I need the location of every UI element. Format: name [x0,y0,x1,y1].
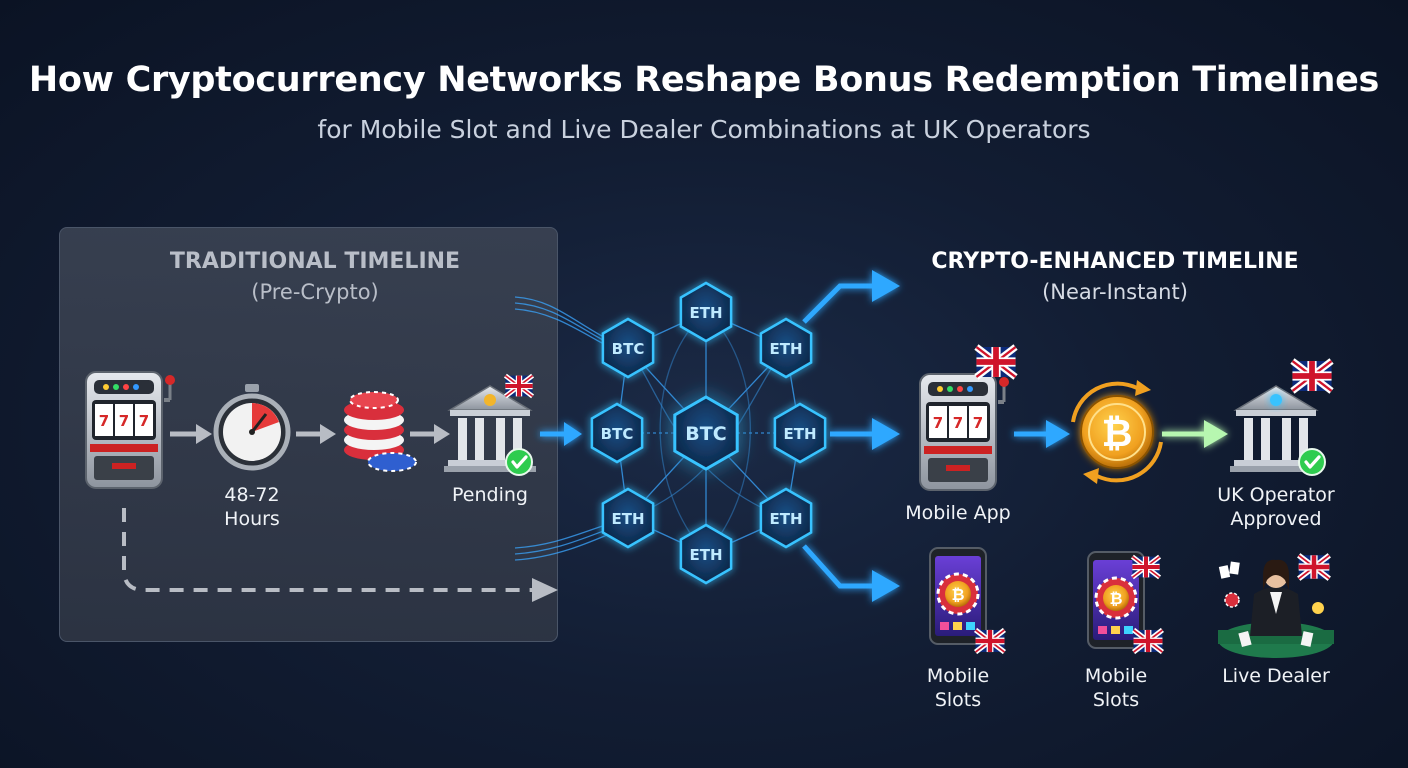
uk-flag-icon [976,630,1005,652]
network-center-node-btc: BTC [673,395,739,471]
page-title: How Cryptocurrency Networks Reshape Bonu… [28,60,1380,100]
mobile-slots-label: Mobile Slots [908,664,1008,712]
uk-flag-icon [976,347,1015,377]
wait-time-value: 48-72 [224,484,280,506]
bank-icon [1229,385,1323,473]
uk-flag-icon [1299,555,1330,578]
mobile-app-label: Mobile App [905,502,1011,524]
uk-flag-icon [1132,557,1159,578]
network-node-eth-label: ETH [689,546,722,564]
crypto-subheading: (Near-Instant) [1042,280,1188,304]
mobile-slots-line1: Mobile [926,665,990,687]
operator-label-line2: Approved [1230,508,1322,530]
mobile-slots-label: Mobile Slots [1066,664,1166,712]
live-dealer-icon [1218,559,1334,658]
output-arrowheads [872,270,900,602]
network-node-eth: ETH [773,402,827,464]
mobile-slots-line2: Slots [934,689,982,711]
arrow [1014,420,1070,448]
svg-text:₿: ₿ [1102,411,1133,455]
mobile-slots-line1: Mobile [1084,665,1148,687]
bank-icon [443,385,537,473]
page-subtitle: for Mobile Slot and Live Dealer Combinat… [317,115,1091,144]
arrow [170,424,212,444]
operator-approved-label: UK Operator Approved [1196,483,1356,531]
pending-label: Pending [452,484,528,506]
network-node-eth-label: ETH [783,425,816,443]
network-node-eth-label: ETH [769,510,802,528]
operator-label-line1: UK Operator [1217,484,1335,506]
stopwatch-icon [213,384,291,471]
network-node-eth-label: ETH [769,340,802,358]
network-node-eth: ETH [601,487,655,549]
uk-flag-icon [1292,361,1331,391]
chip-stack-icon [344,391,417,472]
live-dealer-label: Live Dealer [1222,665,1330,687]
network-node-btc: BTC [601,317,655,379]
traditional-subheading: (Pre-Crypto) [251,280,379,304]
mobile-slots-line2: Slots [1092,689,1140,711]
network-center-node-btc-label: BTC [685,423,726,445]
check-icon [504,447,534,477]
bitcoin-coin-icon: ₿ [1071,380,1163,484]
arrow [540,422,582,446]
arrow [296,424,336,444]
network-node-eth-label: ETH [689,304,722,322]
arrow [1162,420,1228,448]
arrow [410,424,450,444]
uk-flag-icon [505,376,532,397]
check-icon [1297,447,1327,477]
network-node-eth: ETH [679,281,733,343]
network-node-eth: ETH [759,317,813,379]
crypto-heading: CRYPTO-ENHANCED TIMELINE [931,249,1299,274]
wait-time-label: 48-72 Hours [202,483,302,531]
slot-machine-icon [918,372,1011,492]
network-node-btc-label: BTC [612,340,645,358]
network-node-eth: ETH [679,523,733,585]
network-node-btc-label: BTC [601,425,634,443]
network-links [514,296,801,561]
dashed-route-arrow [122,508,558,602]
network-node-eth-label: ETH [611,510,644,528]
network-node-eth: ETH [759,487,813,549]
traditional-heading: TRADITIONAL TIMELINE [169,249,461,274]
uk-flag-icon [1134,630,1163,652]
slot-machine-icon [84,370,177,490]
network-node-btc: BTC [590,402,644,464]
output-arrows [802,283,874,589]
wait-time-unit: Hours [224,508,280,530]
